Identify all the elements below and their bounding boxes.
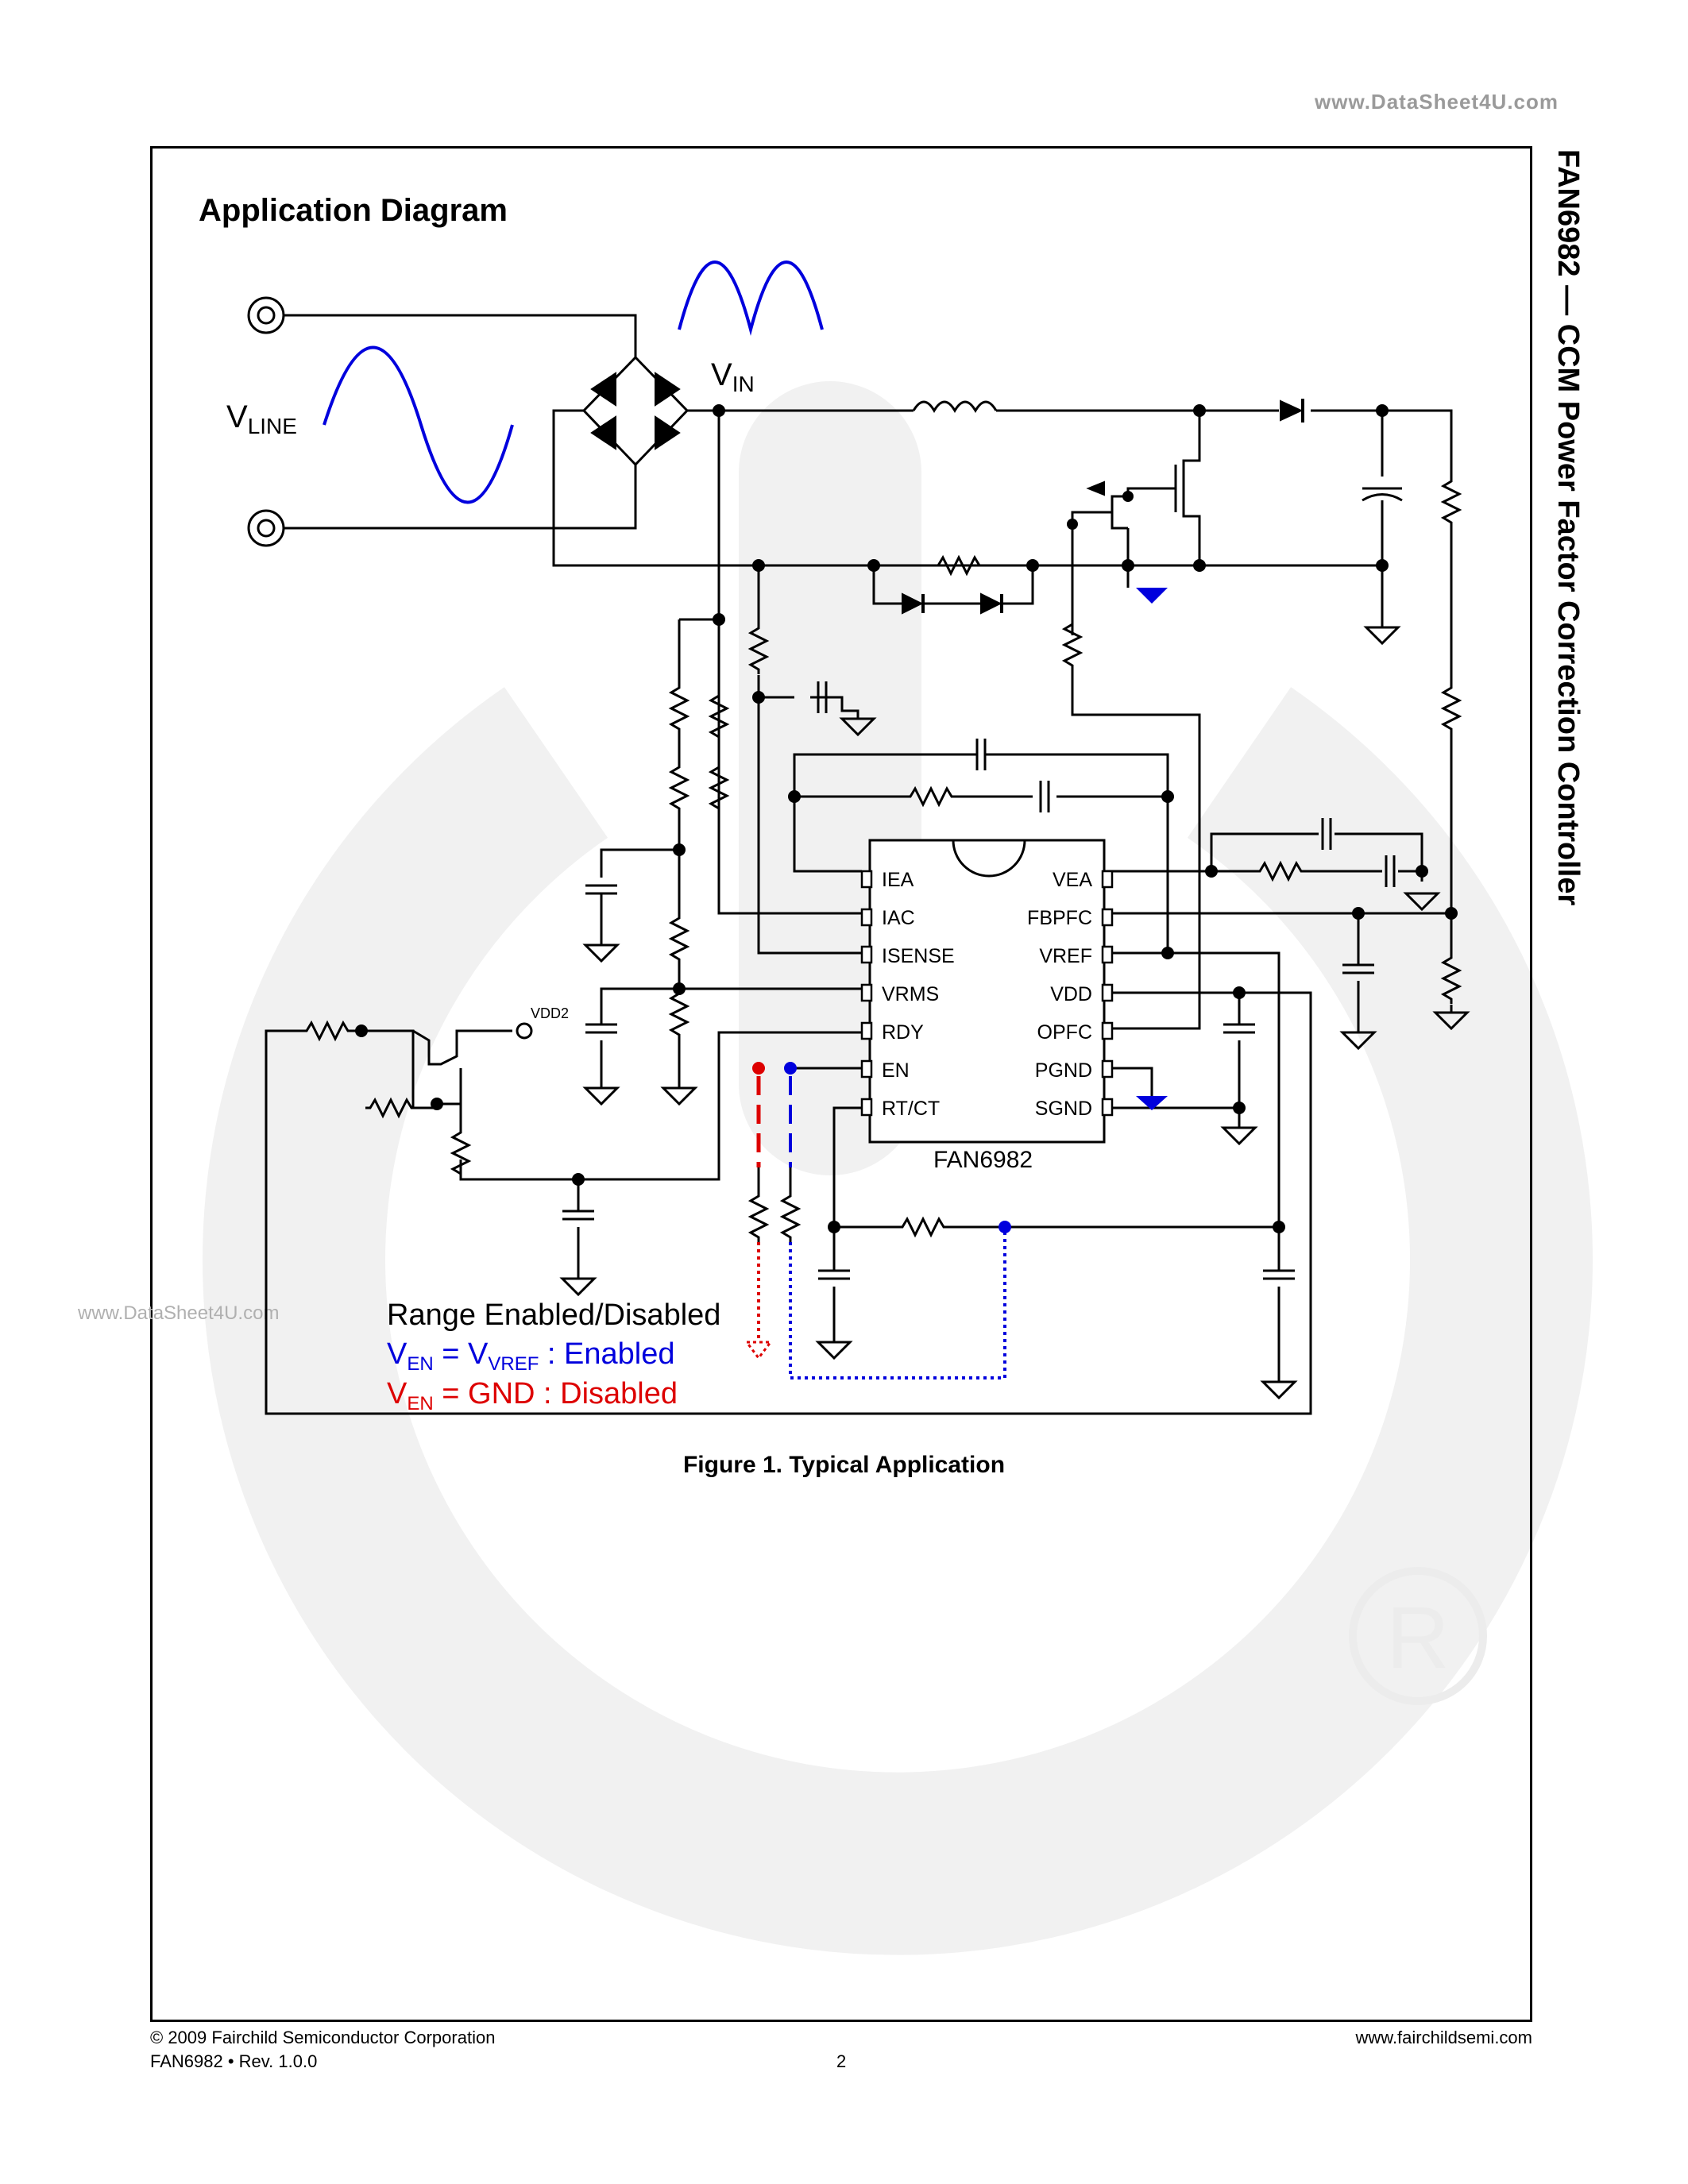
pin-fbpfc: FBPFC xyxy=(1027,907,1092,929)
footer-copyright: © 2009 Fairchild Semiconductor Corporati… xyxy=(150,2028,496,2047)
pin-vref: VREF xyxy=(1039,945,1092,967)
range-title: Range Enabled/Disabled xyxy=(387,1298,720,1332)
vdd2-label: VDD2 xyxy=(531,1005,569,1021)
pin-sgnd: SGND xyxy=(1035,1098,1092,1120)
pin-rdy: RDY xyxy=(882,1021,924,1044)
ic-name: FAN6982 xyxy=(933,1147,1033,1173)
range-enabled: VEN = VVREF : Enabled xyxy=(387,1337,675,1375)
pin-opfc: OPFC xyxy=(1037,1021,1092,1044)
range-disabled: VEN = GND : Disabled xyxy=(387,1377,678,1414)
sine-waveform xyxy=(323,345,514,504)
pin-iea: IEA xyxy=(882,869,914,891)
vin-label: VIN xyxy=(711,357,755,396)
rectified-waveform xyxy=(678,260,824,336)
logo-ring xyxy=(203,687,1593,1955)
section-title: Application Diagram xyxy=(199,193,508,228)
registered-mark xyxy=(1349,1567,1487,1705)
footer-doc-revision: FAN6982 • Rev. 1.0.0 xyxy=(150,2051,318,2071)
svg-text:R: R xyxy=(1386,1589,1449,1687)
figure-caption: Figure 1. Typical Application xyxy=(682,1452,1006,1478)
ic-body xyxy=(868,839,1106,1144)
watermark-top: www.DataSheet4U.com xyxy=(1315,90,1559,114)
footer-page-number: 2 xyxy=(836,2051,847,2071)
vline-label: VLINE xyxy=(226,399,297,438)
pin-vrms: VRMS xyxy=(882,983,939,1005)
footer-url[interactable]: www.fairchildsemi.com xyxy=(1355,2028,1533,2047)
pin-iac: IAC xyxy=(882,907,915,929)
pin-isense: ISENSE xyxy=(882,945,955,967)
pin-vea: VEA xyxy=(1053,869,1092,891)
pin-pgnd: PGND xyxy=(1035,1059,1092,1082)
pin-vdd: VDD xyxy=(1050,983,1092,1005)
watermark-mid: www.DataSheet4U.com xyxy=(78,1302,280,1324)
pin-en: EN xyxy=(882,1059,910,1082)
figure-frame xyxy=(150,146,1532,2022)
pin-rtct: RT/CT xyxy=(882,1098,940,1120)
